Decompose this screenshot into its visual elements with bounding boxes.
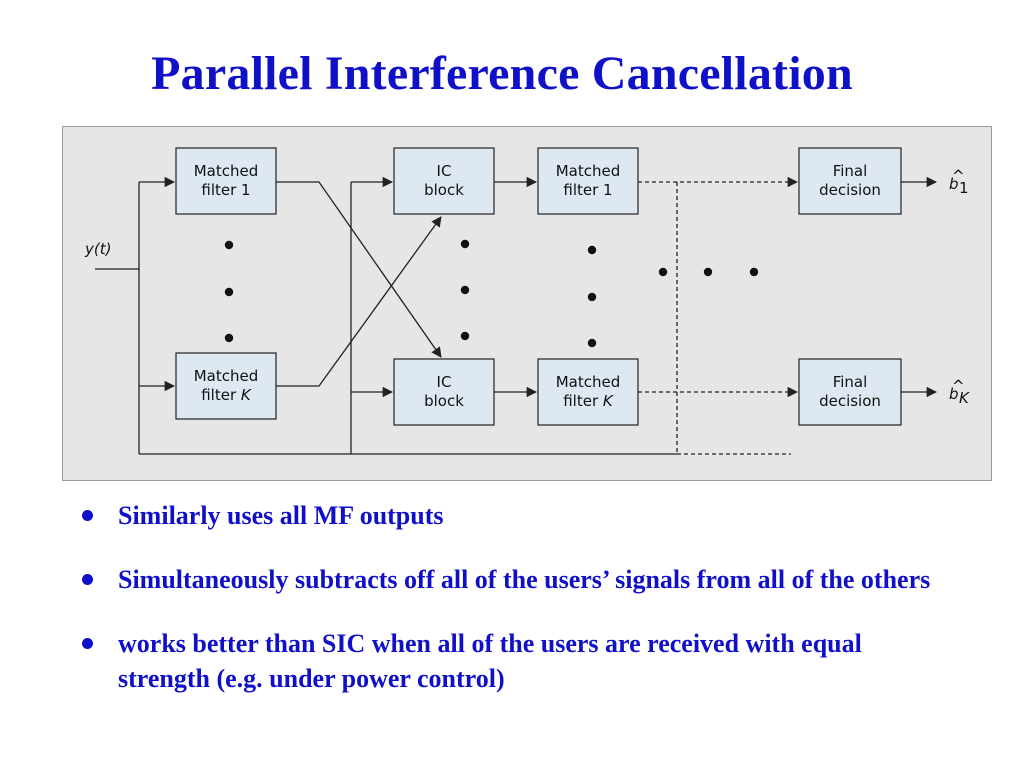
final-decision-1-box: Final decision [798, 147, 902, 215]
mf1s2-line2: filter 1 [563, 181, 612, 199]
ellipsis-dots-ic [460, 239, 470, 341]
final-decision-k-box: Final decision [798, 358, 902, 426]
bullet-list: Similarly uses all MF outputs Simultaneo… [80, 498, 960, 725]
fd1-line2: decision [819, 181, 881, 199]
matched-filter-k-stage2-box: Matched filter K [537, 358, 639, 426]
fd1-line1: Final [833, 162, 868, 180]
ic-block-1-box: IC block [393, 147, 495, 215]
fdk-line2: decision [819, 392, 881, 410]
ick-line1: IC [437, 373, 452, 391]
bullet-text: Similarly uses all MF outputs [118, 501, 444, 530]
svg-text:^: ^ [952, 167, 965, 185]
mf1-line1: Matched [194, 162, 259, 180]
slide-title: Parallel Interference Cancellation [151, 47, 853, 100]
ellipsis-dots-horizontal [658, 267, 759, 277]
matched-filter-1-box: Matched filter 1 [175, 147, 277, 215]
mf1s2-line1: Matched [556, 162, 621, 180]
ellipsis-dots-stage2 [587, 245, 597, 348]
bullet-text: Simultaneously subtracts off all of the … [118, 565, 931, 594]
ic1-line2: block [424, 181, 464, 199]
bullet-dot [82, 638, 93, 649]
bullet-dot [82, 510, 93, 521]
bullet-item: Simultaneously subtracts off all of the … [80, 562, 960, 597]
mfk-line2: filter K [201, 386, 252, 404]
output-label-bk: ^ b K [949, 377, 970, 407]
bullet-item: works better than SIC when all of the us… [80, 626, 960, 696]
bullet-text: works better than SIC when all of the us… [118, 629, 862, 693]
svg-text:b: b [949, 175, 959, 193]
mfks2-line2: filter K [563, 392, 614, 410]
input-label: y(t) [84, 240, 111, 258]
matched-filter-k-box: Matched filter K [175, 352, 277, 420]
ic-block-k-box: IC block [393, 358, 495, 426]
ick-line2: block [424, 392, 464, 410]
output-label-b1: ^ b 1 [949, 167, 969, 197]
mfk-line1: Matched [194, 367, 259, 385]
bullet-dot [82, 574, 93, 585]
bullet-item: Similarly uses all MF outputs [80, 498, 960, 533]
pic-block-diagram: y(t) Matched filter 1 Matched filter K [62, 126, 992, 481]
cross-line-mfk-to-ic1 [276, 216, 442, 387]
ic1-line1: IC [437, 162, 452, 180]
mfks2-line1: Matched [556, 373, 621, 391]
svg-text:^: ^ [952, 377, 965, 395]
mf1-line2: filter 1 [201, 181, 250, 199]
block-diagram-svg: y(t) Matched filter 1 Matched filter K [84, 147, 970, 455]
fdk-line1: Final [833, 373, 868, 391]
cross-line-mf1-to-ick [276, 181, 442, 358]
svg-text:K: K [959, 389, 970, 407]
svg-text:b: b [949, 385, 959, 403]
ellipsis-dots-stage1 [224, 240, 234, 343]
svg-text:1: 1 [959, 179, 969, 197]
matched-filter-1-stage2-box: Matched filter 1 [537, 147, 639, 215]
